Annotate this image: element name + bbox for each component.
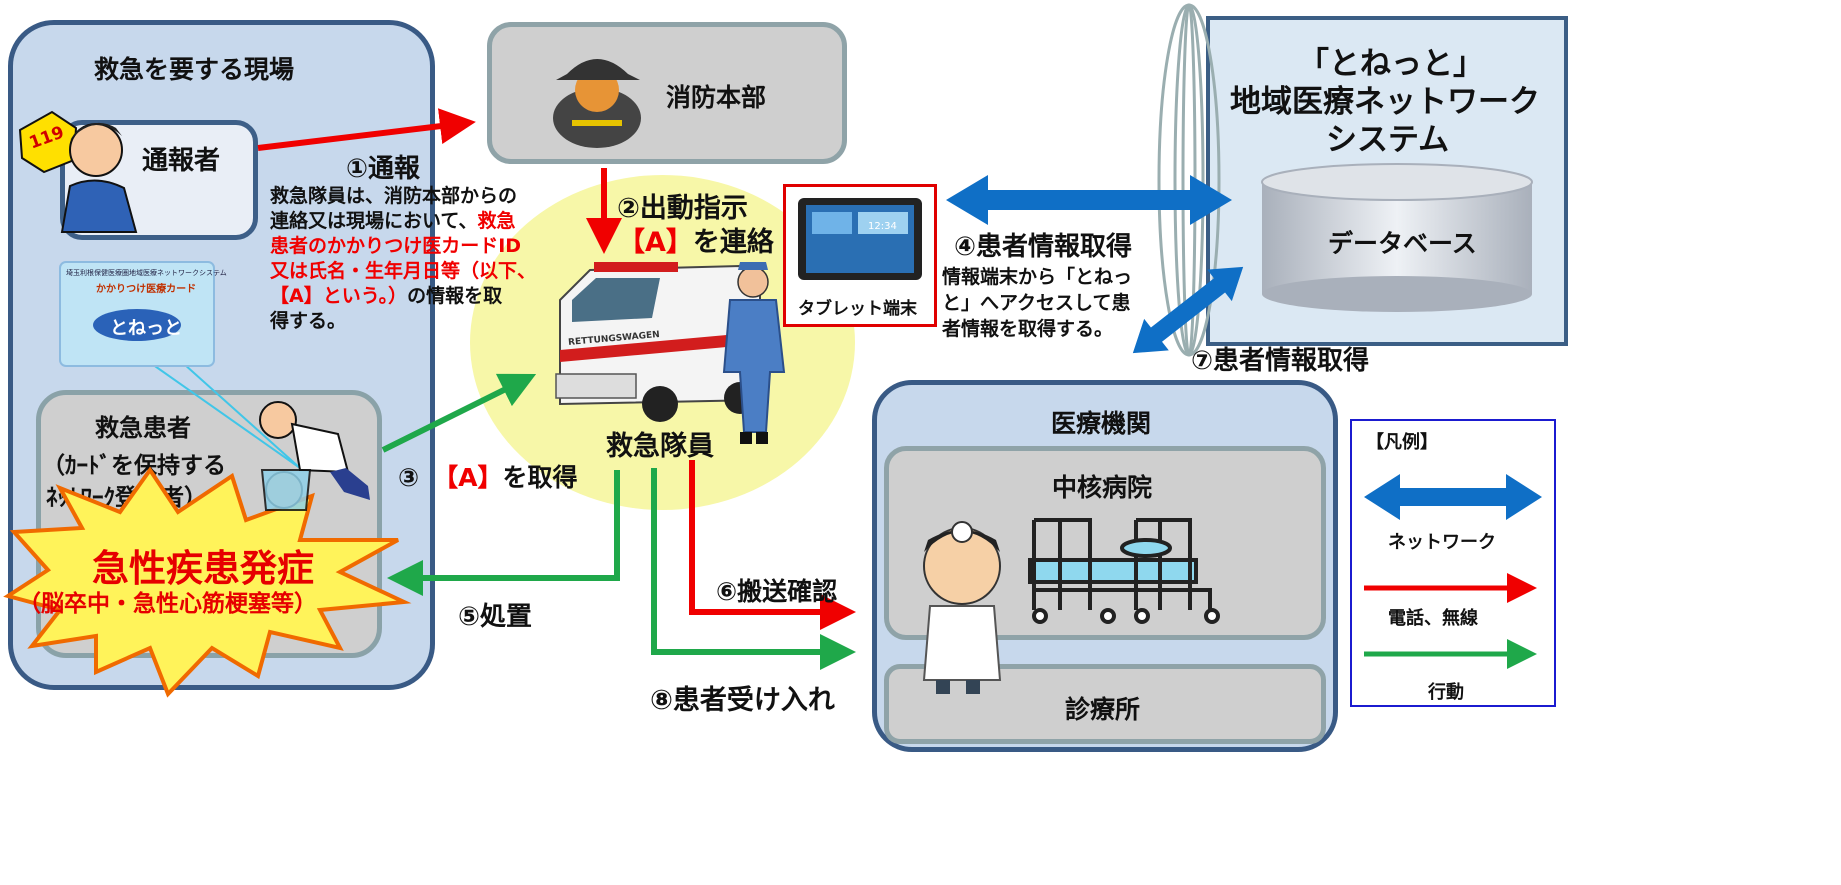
caller-label: 通報者 xyxy=(142,146,221,176)
step3-b: を取得 xyxy=(502,463,578,492)
step3-a: 【A】 xyxy=(433,463,503,492)
ambulance-illustration xyxy=(555,262,761,422)
step1-line1: 救急隊員は、消防本部からの xyxy=(270,185,518,207)
core-hospital-label: 中核病院 xyxy=(1052,473,1153,502)
legend-title: 【凡例】 xyxy=(1366,432,1438,453)
database-icon xyxy=(1261,163,1533,312)
step4-line2: と」へアクセスして患 xyxy=(942,292,1131,314)
hospital-bed-illustration xyxy=(1028,518,1220,624)
step1-line5: 【A】という。）の情報を取 xyxy=(270,281,502,308)
step3-label: ③ 【A】を取得 xyxy=(398,458,578,494)
tablet-clock: 12:34 xyxy=(868,221,897,232)
arrow-transport-confirm xyxy=(689,460,856,630)
scene-title: 救急を要する現場 xyxy=(94,55,295,84)
step5-label: ⑤処置 xyxy=(458,602,533,632)
arrow-network-tablet xyxy=(946,175,1232,225)
fire-dept-label: 消防本部 xyxy=(666,83,767,112)
onset-burst xyxy=(3,466,412,698)
step4-title: ④患者情報取得 xyxy=(954,232,1133,262)
step1-line3: 患者のかかりつけ医カードID xyxy=(270,235,522,257)
step8-label: ⑧患者受け入れ xyxy=(650,685,835,716)
fire-dept-panel xyxy=(487,22,847,164)
tonet-title-2: 地域医療ネットワーク xyxy=(1230,84,1540,120)
arrow-obtain xyxy=(381,373,537,453)
tablet-label: タブレット端末 xyxy=(798,299,917,319)
step6-label: ⑥搬送確認 xyxy=(716,577,838,606)
onset-subtitle: （脳卒中・急性心筋梗塞等） xyxy=(18,591,317,617)
step2-sub-a: 【A】 xyxy=(618,227,693,258)
card-logo: とねっと xyxy=(110,318,182,339)
step1-line5b: の情報を取 xyxy=(407,285,503,307)
step1-line4: 又は氏名・生年月日等（以下、 xyxy=(270,260,537,282)
step7-label: ⑦患者情報取得 xyxy=(1191,346,1370,376)
rescuer-illustration xyxy=(259,401,370,511)
clinic-label: 診療所 xyxy=(1065,695,1141,724)
patient-title: 救急患者 xyxy=(95,414,191,442)
network-ring xyxy=(1157,3,1221,357)
caller-illustration xyxy=(18,110,138,233)
step2-sub: 【A】を連絡 xyxy=(618,220,774,259)
firefighter-illustration xyxy=(553,59,641,148)
membership-card-graphic xyxy=(59,261,301,469)
doctor-illustration xyxy=(922,521,1002,694)
paramedic-illustration xyxy=(722,262,786,444)
step3-num: ③ xyxy=(398,463,420,492)
legend-network-label: ネットワーク xyxy=(1388,532,1496,553)
legend-action-label: 行動 xyxy=(1428,682,1464,703)
step1-line2b: 救急 xyxy=(477,210,516,232)
arrow-report xyxy=(257,108,476,151)
legend-network-arrow xyxy=(1364,474,1542,520)
ems-label: 救急隊員 xyxy=(606,431,714,462)
step1-line6: 得する。 xyxy=(270,310,347,332)
tablet-illustration: 12:34 xyxy=(798,198,922,280)
database-label: データベース xyxy=(1328,229,1477,258)
step1-line2: 連絡又は現場において、救急 xyxy=(270,206,516,233)
step4-line1: 情報端末から「とねっ xyxy=(942,266,1133,288)
step2-title: ②出動指示 xyxy=(617,193,748,224)
arrow-network-hospital xyxy=(1132,266,1244,354)
arrow-treatment xyxy=(387,470,620,596)
legend-phone-label: 電話、無線 xyxy=(1388,608,1478,629)
card-subheader: かかりつけ医療カード xyxy=(96,284,197,295)
step2-sub-b: を連絡 xyxy=(692,227,774,258)
hospital-title: 医療機関 xyxy=(1051,409,1152,438)
tonet-title-1: 「とねっと」 xyxy=(1298,46,1484,82)
patient-subtitle-1: （ｶｰﾄﾞを保持する xyxy=(42,453,226,479)
onset-title: 急性疾患発症 xyxy=(92,547,314,590)
step1-line5a: 【A】という。） xyxy=(270,285,408,307)
arrow-acceptance xyxy=(651,468,856,670)
tonet-title-3: システム xyxy=(1326,122,1450,158)
step1-line2a: 連絡又は現場において、 xyxy=(270,210,478,232)
step4-line3: 者情報を取得する。 xyxy=(942,318,1114,340)
card-header: 埼玉利根保健医療圏地域医療ネットワークシステム xyxy=(66,269,227,277)
step1-title: ①通報 xyxy=(346,154,421,184)
